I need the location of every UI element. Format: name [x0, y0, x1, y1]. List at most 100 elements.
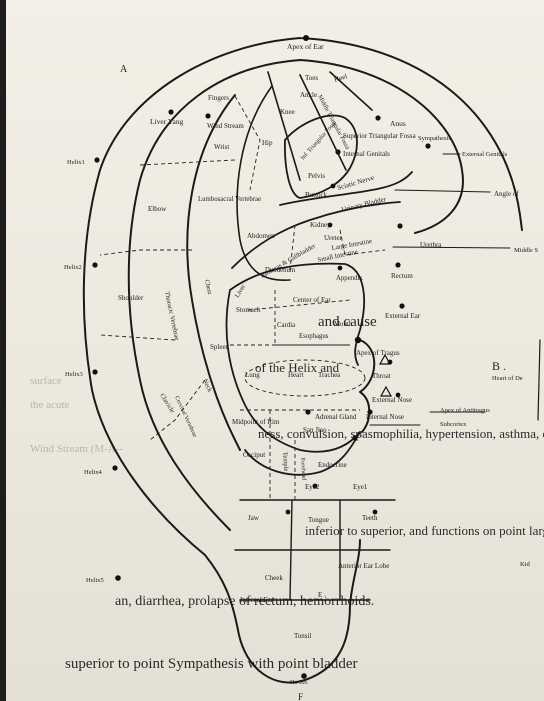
label-helix4: Helix4 [84, 469, 102, 476]
label-temple: Temple [281, 452, 289, 472]
point-dot [92, 262, 97, 267]
label-liver-yang: Liver Yang [150, 117, 184, 126]
label-internal-genitals: Internal Genitals [343, 150, 390, 158]
label-eye2: Eye2 [305, 483, 320, 491]
label-e1: E ₁ [318, 591, 326, 599]
triangle-marker [381, 387, 391, 396]
label-subcortex: Subcortex [440, 421, 467, 428]
label-mouth: Mouth [334, 321, 353, 328]
label-heel: Heel [333, 72, 348, 84]
bg-text-line-7: inferior to superior, and functions on p… [305, 523, 544, 538]
point-dot [425, 143, 430, 148]
zone-line [100, 335, 175, 340]
point-dot [92, 369, 97, 374]
point-dot [355, 337, 361, 343]
label-ureter: Ureter [324, 234, 343, 242]
label-tongue: Tongue [308, 516, 329, 524]
label-adrenal-gland: Adrenal Gland [315, 413, 357, 421]
label-urinary-bladder: Urinary Bladder [341, 195, 388, 214]
label-tonsil: Tonsil [294, 632, 311, 640]
helix-crus-line [232, 172, 412, 268]
label-internal-ear: Internal Ear [240, 596, 274, 604]
label-teeth: Teeth [362, 514, 378, 522]
label-superior-triangular-fossa: Superior Triangular Fossa [343, 132, 417, 140]
label-cheek: Cheek [265, 574, 283, 582]
point-dot [94, 157, 99, 162]
superior-crus-line [268, 72, 372, 180]
label-duodenum: Duodenum [265, 267, 296, 274]
label-knee: Knee [280, 108, 295, 116]
bg-text-line-4: the acute [30, 399, 70, 411]
label-appendix: Appendix [336, 275, 363, 282]
label-anus: Anus [390, 119, 406, 128]
label-jaw: Jaw [248, 514, 260, 522]
label-sciatic-nerve: Sciatic Nerve [336, 174, 375, 192]
label-cardia: Cardia [277, 322, 295, 329]
zone-line [140, 160, 235, 165]
label-helix1: Helix1 [67, 159, 85, 166]
point-dot [335, 149, 340, 154]
label-kidney: Kidney [310, 221, 331, 229]
bg-text-line-9: superior to point Sympathesis with point… [65, 656, 357, 672]
label-lumbosacral-vertebrae: Lumbosacral Vertebrae [198, 196, 261, 203]
label-external-ear: External Ear [385, 312, 421, 320]
point-dot [286, 510, 291, 515]
label-ankle: Ankle [300, 91, 317, 99]
figure-caption: F [298, 692, 303, 701]
label-spleen: Spleen [210, 343, 230, 351]
label-eye1: Eye1 [353, 483, 368, 491]
label-wind-stream: Wind Stream [207, 122, 244, 130]
label-endocrine: Endocrine [318, 461, 347, 469]
label-helix2: Helix2 [64, 264, 82, 271]
bg-text-line-5: ness, convulsion, spasmophilia, hyperten… [258, 426, 544, 441]
point-dot [303, 35, 309, 41]
label-hip: Hip [262, 139, 273, 147]
label-anterior-ear-lobe: Anterior Ear Lobe [338, 562, 389, 570]
label-midpoint-of-rim: Midpoint of Rim [232, 418, 280, 426]
label-fingers: Fingers [208, 94, 229, 102]
label-buttock: Buttock [305, 191, 328, 199]
label-heart: Heart [288, 371, 304, 379]
label-stomach: Stomach [236, 306, 261, 314]
label-clavicle: Clavicle [158, 392, 175, 414]
label-occiput: Occiput [243, 451, 265, 459]
label-forehead: Forehead [299, 458, 307, 481]
label-shoulder: Shoulder [118, 294, 144, 302]
label-helix3: Helix3 [65, 371, 83, 378]
pointer-line [393, 247, 510, 248]
label-external-nose: External Nose [372, 396, 412, 404]
label-abdomen: Abdomen [247, 232, 275, 240]
point-dot [301, 673, 307, 679]
label-rectum: Rectum [391, 272, 413, 280]
point-dot [205, 113, 210, 118]
label-helix6: He ix6 [290, 679, 308, 686]
background-text: and cause of the Helix and surface the a… [30, 314, 544, 672]
pointer-line [395, 190, 490, 192]
label-lung: Lung [245, 371, 260, 379]
label-chest: Chest [203, 279, 213, 295]
point-dot [399, 303, 404, 308]
label-angle-of: Angle of [494, 190, 519, 198]
label-apex-of-ear: Apex of Ear [287, 42, 324, 51]
point-dot [168, 109, 173, 114]
label-esophagus: Esophagus [299, 333, 329, 340]
label-throat: Throat [372, 372, 391, 380]
section-letter-a: A [120, 64, 128, 75]
point-dot [112, 465, 117, 470]
point-dot [338, 266, 343, 271]
point-dot [375, 115, 380, 120]
label-elbow: Elbow [148, 205, 167, 213]
point-dot [331, 184, 336, 189]
label-kid: Kid [520, 561, 531, 568]
label-toes: Toes [305, 74, 318, 82]
label-thoracic-vertebrae: Thoracic Vertebrae [163, 291, 180, 341]
zone-line [100, 250, 192, 255]
bg-text-line-6: Wind Stream (M-A-- [30, 443, 123, 455]
label-sympathesis: Sympathesis [418, 135, 451, 142]
point-dot [305, 409, 310, 414]
label-middle-s: Middle S [514, 247, 538, 254]
label-apex-of-tragus: Apex of Tragus [356, 349, 400, 357]
label-urethra: Urethra [420, 241, 442, 249]
